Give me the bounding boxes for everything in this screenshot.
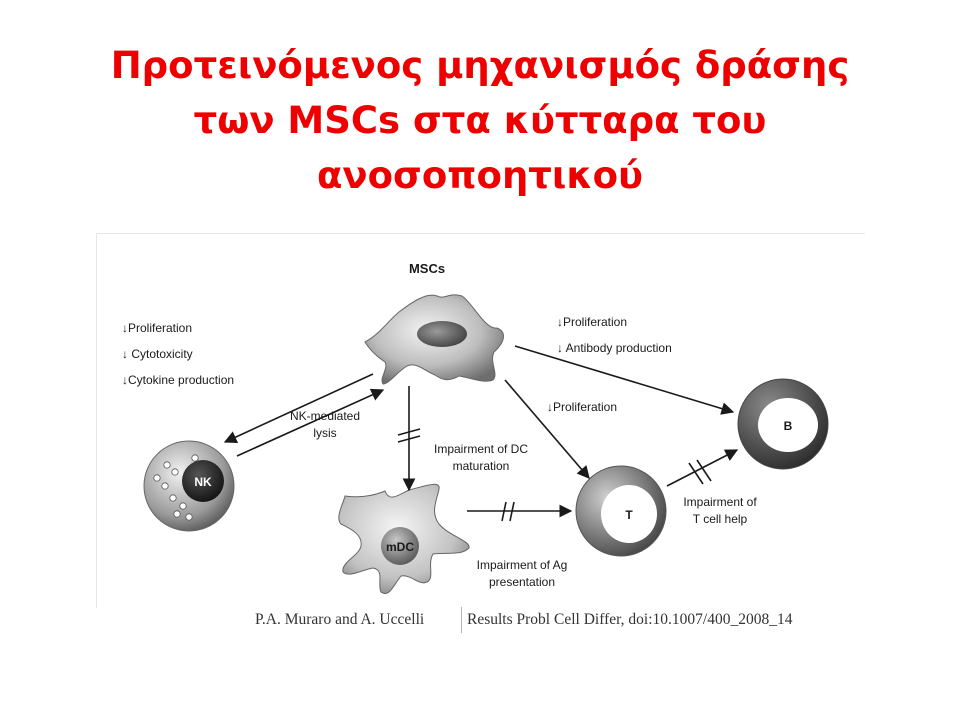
citation-reference: Results Probl Cell Differ, doi:10.1007/4… bbox=[467, 611, 793, 628]
t-cell bbox=[575, 465, 667, 557]
block-marker-ag-presentation bbox=[501, 501, 515, 522]
mechanism-diagram: MSCs NK mDC bbox=[96, 233, 865, 608]
msc-label: MSCs bbox=[409, 261, 445, 276]
block-marker-dc-maturation bbox=[397, 428, 421, 443]
b-cell bbox=[737, 378, 829, 470]
arrow-msc-to-b bbox=[514, 345, 735, 415]
msc-nucleus bbox=[417, 321, 467, 347]
arrow-nk-to-msc bbox=[236, 388, 385, 457]
mdc-nucleus bbox=[381, 527, 419, 565]
citation-authors: P.A. Muraro and A. Uccelli bbox=[255, 611, 425, 628]
b-label: B bbox=[784, 419, 793, 433]
th-impair-line-1: Impairment of bbox=[683, 495, 757, 509]
ag-impair-line-2: presentation bbox=[489, 575, 555, 589]
nk-effect-proliferation: ↓Proliferation bbox=[122, 321, 192, 335]
b-effect-antibody: ↓ Antibody production bbox=[557, 341, 672, 355]
nk-lysis-line-2: lysis bbox=[313, 426, 336, 440]
dc-impair-line-2: maturation bbox=[453, 459, 510, 473]
title-line-2: των MSCs στα κύτταρα του bbox=[193, 99, 767, 142]
block-marker-t-cell-help bbox=[688, 459, 712, 485]
citation: P.A. Muraro and A. Uccelli Results Probl… bbox=[255, 607, 863, 635]
slide-title: Προτεινόμενος μηχανισμός δράσης των MSCs… bbox=[40, 38, 920, 203]
citation-divider bbox=[461, 607, 462, 633]
arrow-msc-to-t bbox=[504, 379, 590, 479]
th-impair-line-2: T cell help bbox=[693, 512, 748, 526]
dc-impair-line-1: Impairment of DC bbox=[434, 442, 528, 456]
t-effect-proliferation: ↓Proliferation bbox=[547, 400, 617, 414]
mdc-cell bbox=[338, 483, 470, 594]
diagram-canvas: MSCs NK mDC bbox=[122, 261, 829, 594]
msc-cell bbox=[364, 294, 504, 385]
nk-effect-cytokine: ↓Cytokine production bbox=[122, 373, 234, 387]
t-label: T bbox=[625, 508, 633, 522]
mdc-label: mDC bbox=[386, 540, 414, 554]
arrow-msc-to-nk bbox=[223, 373, 374, 444]
nk-lysis-line-1: NK-mediated bbox=[290, 409, 360, 423]
ag-impair-line-1: Impairment of Ag bbox=[477, 558, 568, 572]
nk-effect-cytotoxicity: ↓ Cytotoxicity bbox=[122, 347, 193, 361]
nk-label: NK bbox=[194, 475, 212, 489]
title-line-1: Προτεινόμενος μηχανισμός δράσης bbox=[110, 44, 850, 87]
nk-granules bbox=[153, 454, 199, 521]
b-effect-proliferation: ↓Proliferation bbox=[557, 315, 627, 329]
title-line-3: ανοσοποητικού bbox=[316, 154, 644, 197]
nk-cell bbox=[143, 440, 235, 532]
